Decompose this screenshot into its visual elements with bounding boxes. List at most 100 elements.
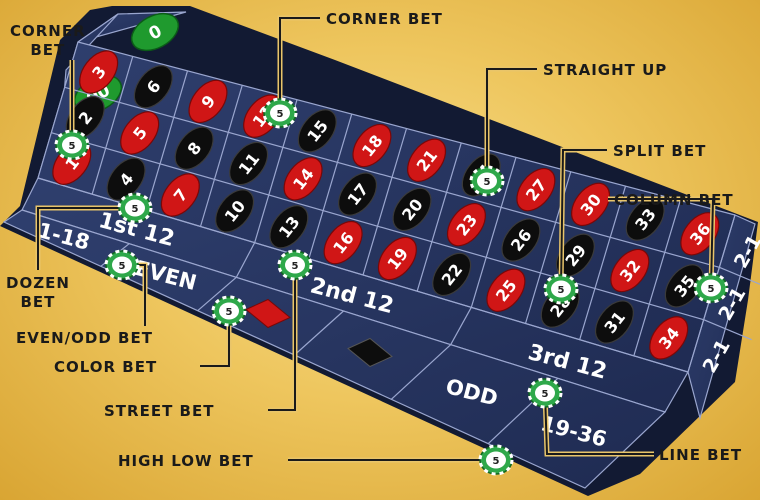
outside-divider <box>294 310 344 356</box>
chip-stripes <box>211 295 247 327</box>
label-even-odd-bet: EVEN/ODD BET <box>16 329 153 347</box>
chip-face <box>62 136 82 154</box>
label-corner-bet-left-line1: CORNER <box>10 22 86 40</box>
roulette-table: 0003691215182124273033362581114172023262… <box>0 6 760 496</box>
dozen-divider <box>235 242 256 278</box>
chip-stripes <box>527 377 563 409</box>
chip-corner-top: 5 <box>262 97 298 129</box>
grid-col-line <box>362 128 408 276</box>
label-corner-bet-left: CORNER BET <box>10 22 86 60</box>
number-oval-20 <box>392 187 432 232</box>
outside-divider <box>390 344 452 400</box>
label-line-bet: LINE BET <box>659 446 743 464</box>
grid-col-line <box>199 85 243 227</box>
chip-face <box>270 104 290 122</box>
number-oval-3 <box>79 50 119 94</box>
chip-high-low: 5 <box>478 444 514 476</box>
chip-street: 5 <box>277 249 313 281</box>
number-oval-9 <box>188 79 228 124</box>
outside-divider <box>197 276 237 312</box>
number-oval-23 <box>446 203 486 247</box>
chip-value: 5 <box>542 389 549 400</box>
number-oval-4 <box>106 157 146 201</box>
column-divider <box>703 319 752 341</box>
leader-line-5 <box>37 207 135 270</box>
chip-value: 5 <box>708 284 715 295</box>
label-color-bet: COLOR BET <box>54 358 158 376</box>
grid-col-line <box>416 142 462 292</box>
chip-face <box>535 384 555 402</box>
grid-col-line <box>633 200 681 357</box>
chip-color: 5 <box>211 295 247 327</box>
label-straight-up: STRAIGHT UP <box>543 61 668 79</box>
chip-stripes <box>104 249 140 281</box>
leader-line-9 <box>544 392 654 455</box>
chip-face <box>477 172 497 190</box>
chip-face <box>112 256 132 274</box>
number-oval-13 <box>269 205 309 249</box>
chip-dozen: 5 <box>117 192 153 224</box>
number-oval-14 <box>283 157 323 201</box>
grid-col-line <box>91 56 134 195</box>
number-oval-21 <box>407 138 447 182</box>
grid-row-line <box>51 132 704 321</box>
chip-corner-left: 5 <box>54 129 90 161</box>
chip-face <box>219 302 239 320</box>
chip-stripes <box>277 249 313 281</box>
chip-line: 5 <box>527 377 563 409</box>
leader-line-1 <box>279 17 320 113</box>
chip-face <box>701 279 721 297</box>
chip-stripes <box>262 97 298 129</box>
grid-col-line <box>470 157 517 308</box>
chip-face <box>285 256 305 274</box>
chip-value: 5 <box>132 204 139 215</box>
chip-value: 5 <box>119 261 126 272</box>
label-high-low-bet: HIGH LOW BET <box>118 452 254 470</box>
number-oval-31 <box>594 300 634 344</box>
chip-face <box>486 451 506 469</box>
number-oval-19 <box>377 236 417 281</box>
chip-stripes <box>469 165 505 197</box>
leader-line-7 <box>200 311 230 367</box>
number-oval-27 <box>516 168 556 212</box>
chip-column: 5 <box>693 272 729 304</box>
chip-face <box>551 280 571 298</box>
chip-even-odd: 5 <box>104 249 140 281</box>
number-oval-26 <box>501 218 541 262</box>
leader-line-2 <box>486 68 537 181</box>
chip-value: 5 <box>277 109 284 120</box>
chip-value: 5 <box>226 307 233 318</box>
grid-col-line <box>308 113 353 260</box>
number-oval-30 <box>571 182 611 227</box>
black-diamond-icon <box>347 337 393 368</box>
chip-stripes <box>693 272 729 304</box>
chip-stripes <box>117 192 153 224</box>
chip-straight-up: 5 <box>469 165 505 197</box>
number-oval-15 <box>297 109 337 153</box>
red-diamond-icon <box>245 298 291 329</box>
chip-value: 5 <box>292 261 299 272</box>
label-street-bet: STREET BET <box>104 402 215 420</box>
chip-stripes <box>54 129 90 161</box>
number-oval-16 <box>323 220 363 265</box>
chip-stripes <box>543 273 579 305</box>
label-split-bet: SPLIT BET <box>613 142 707 160</box>
number-oval-8 <box>174 126 214 170</box>
number-oval-35 <box>664 264 704 308</box>
label-corner-bet-left-line2: BET <box>30 41 66 59</box>
number-oval-17 <box>337 172 378 216</box>
leader-line-3 <box>560 149 607 290</box>
number-oval-34 <box>649 316 689 360</box>
column-divider <box>719 266 760 285</box>
chip-value: 5 <box>493 456 500 467</box>
number-oval-10 <box>215 189 255 233</box>
leader-line-4 <box>608 198 715 289</box>
label-column-bet: COLUMN BET <box>614 191 734 209</box>
leader-line-8 <box>268 265 296 411</box>
chip-face <box>125 199 145 217</box>
label-dozen-bet: DOZEN BET <box>6 274 70 312</box>
dozen-divider <box>450 307 472 345</box>
grid-col-line <box>145 70 189 211</box>
number-oval-18 <box>352 123 392 168</box>
